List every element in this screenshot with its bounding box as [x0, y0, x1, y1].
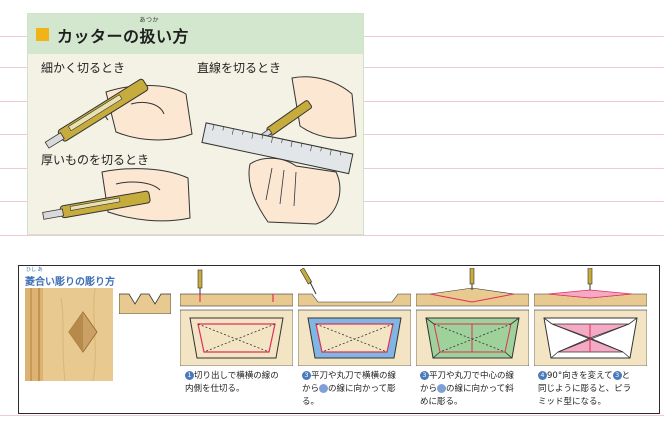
step2-line2b: の線に向かって彫	[328, 384, 396, 394]
step1-diagram	[180, 269, 293, 366]
step3-line2b: の線に向かって斜	[446, 384, 514, 394]
step4-line2: 同じように彫ると、ピラ	[538, 384, 632, 394]
page-rule	[0, 235, 664, 236]
step4-line3: ミッド型になる。	[538, 397, 607, 407]
straight-cut-ruler-illustration	[201, 76, 357, 225]
header-bullet-square	[36, 28, 49, 41]
step-number-badge: 4	[538, 371, 547, 380]
step2-line3: る。	[302, 397, 320, 407]
step2-line1: 平刀や丸刀で横横の線	[311, 371, 397, 381]
step4-line1: 90°向きを変えて	[547, 371, 613, 381]
step4-line1b: と	[621, 371, 631, 381]
step1-line2: 内側を仕切る。	[185, 384, 245, 394]
panel-title: カッターの あつか扱い方	[57, 17, 190, 47]
fine-cut-illustration	[44, 78, 193, 149]
step2-diagram	[298, 268, 411, 366]
title-part: カッターの	[57, 27, 140, 46]
step4-diagram	[534, 268, 647, 366]
step1-line1: 切り出しで横横の線の	[194, 371, 279, 381]
step-number-badge: 3	[420, 371, 429, 380]
carved-wood-photo	[25, 288, 113, 381]
step-number-badge: 3	[302, 371, 311, 380]
caption-fine-cut: 細かく切るとき	[41, 61, 126, 75]
step2-line2: から	[302, 384, 320, 394]
step3-diagram	[416, 268, 529, 366]
panel-header: カッターの あつか扱い方	[28, 14, 363, 54]
color-dot	[319, 384, 329, 393]
v-notch-profile	[119, 293, 171, 314]
color-dot	[437, 384, 447, 393]
step3-line3: めに彫る。	[420, 397, 463, 407]
step-reference-badge: 3	[612, 371, 622, 380]
title-ruby: あつか	[139, 17, 160, 24]
section-title: 菱合い彫りの彫り方	[25, 277, 115, 288]
title-kanji: 扱	[139, 27, 157, 46]
caption-thick-cut: 厚いものを切るとき	[41, 153, 150, 167]
step3-line2: から	[420, 384, 438, 394]
cutter-handling-panel: カッターの あつか扱い方 細かく切るとき 直線を切るとき 厚いものを切るとき	[27, 13, 364, 235]
thick-cut-illustration	[42, 168, 191, 222]
title-part: い方	[156, 27, 190, 46]
step3-line1: 平刀や丸刀で中心の線	[429, 371, 515, 381]
step-number-badge: 1	[185, 371, 194, 380]
section-title-ruby: ひし あ	[26, 267, 43, 273]
caption-straight-cut: 直線を切るとき	[197, 61, 282, 75]
page-rule	[0, 415, 664, 416]
